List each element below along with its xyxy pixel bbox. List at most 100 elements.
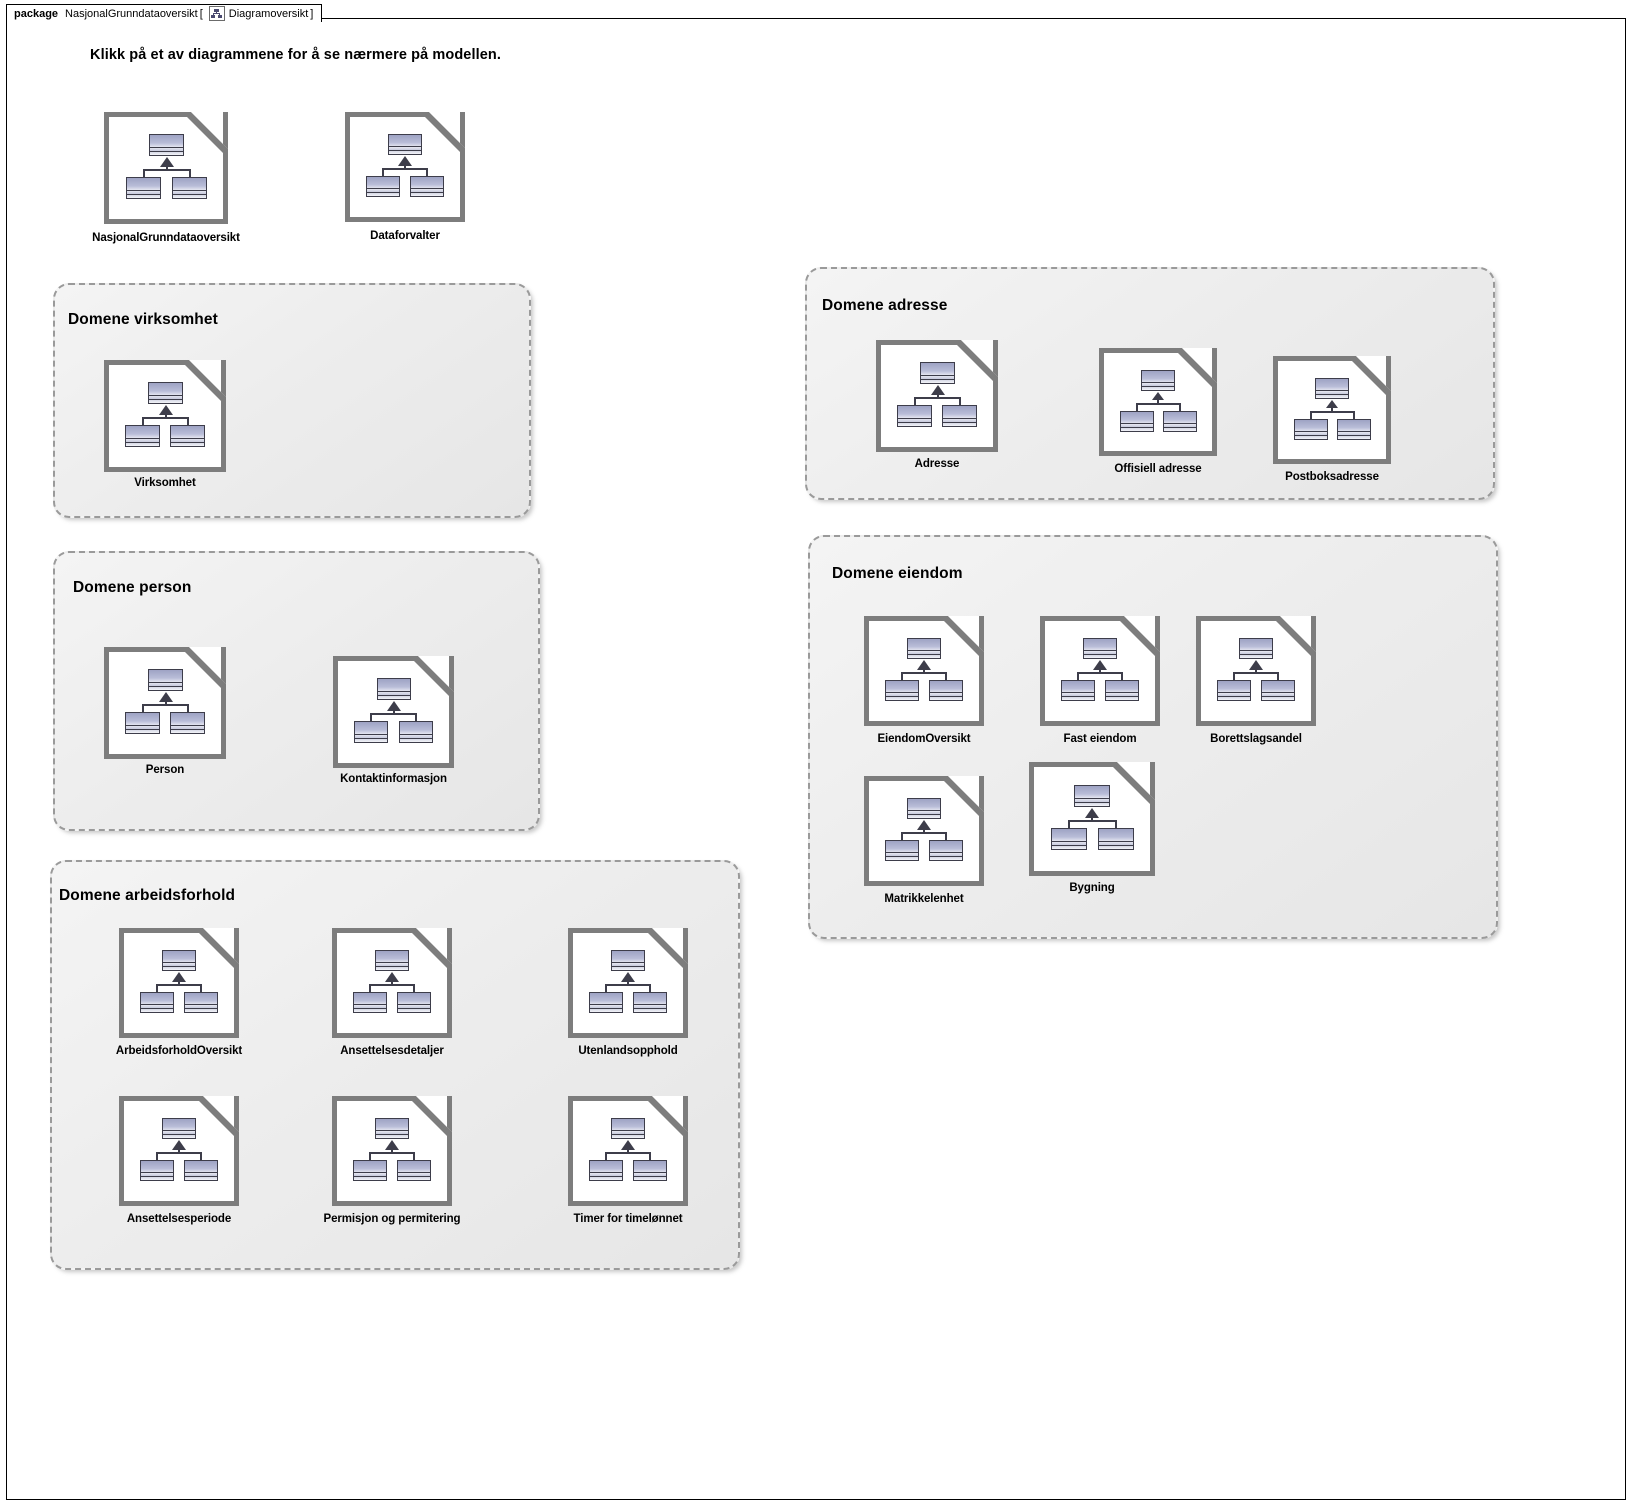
generalization-drop-right	[945, 832, 947, 840]
diagram-adresse[interactable]: Adresse	[876, 340, 998, 470]
diagram-ansettelsesdetaljer[interactable]: Ansettelsesdetaljer	[332, 928, 452, 1057]
class-box-child-left	[125, 712, 160, 734]
diagram-timer-for-timelonnet[interactable]: Timer for timelønnet	[568, 1096, 688, 1225]
class-box-child-left	[1120, 411, 1154, 432]
class-diagram-page-icon	[119, 1096, 239, 1206]
class-box-parent	[375, 1118, 409, 1139]
class-box-child-right	[633, 1160, 667, 1181]
diagram-label: ArbeidsforholdOversikt	[115, 1045, 243, 1057]
generalization-drop-right	[200, 984, 202, 992]
class-box-child-right	[1337, 419, 1371, 440]
generalization-arrow-icon	[385, 972, 399, 982]
generalization-bar	[143, 704, 188, 706]
class-box-parent	[1315, 378, 1349, 399]
generalization-bar	[1078, 672, 1122, 674]
diagram-fast-eiendom[interactable]: Fast eiendom	[1040, 616, 1160, 745]
generalization-bar	[383, 168, 427, 170]
generalization-bar	[370, 1152, 414, 1154]
class-box-child-right	[170, 425, 205, 447]
generalization-drop-right	[187, 704, 189, 712]
class-box-child-left	[589, 992, 623, 1013]
instruction-text: Klikk på et av diagrammene for å se nærm…	[90, 47, 501, 63]
generalization-arrow-icon	[917, 660, 931, 670]
class-box-parent	[377, 678, 411, 700]
generalization-arrow-icon	[917, 820, 931, 830]
class-box-child-right	[1163, 411, 1197, 432]
diagram-borettslagsandel[interactable]: Borettslagsandel	[1196, 616, 1316, 745]
generalization-arrow-icon	[1152, 392, 1164, 400]
class-box-child-left	[1217, 680, 1251, 701]
generalization-bar	[157, 1152, 201, 1154]
diagram-eiendomoversikt[interactable]: EiendomOversikt	[864, 616, 984, 745]
diagram-utenlandsopphold[interactable]: Utenlandsopphold	[568, 928, 688, 1057]
class-box-parent	[907, 798, 941, 819]
generalization-drop-left	[901, 832, 903, 840]
diagram-offisiell-adresse[interactable]: Offisiell adresse	[1099, 348, 1217, 475]
generalization-arrow-icon	[1326, 400, 1338, 408]
diagram-nasjonalgrunndataoversikt[interactable]: NasjonalGrunndataoversikt	[92, 112, 240, 244]
class-box-child-right	[410, 176, 444, 197]
package-name: NasjonalGrunndataoversikt	[65, 7, 198, 20]
class-box-child-left	[140, 1160, 174, 1181]
diagram-postboksadresse[interactable]: Postboksadresse	[1273, 356, 1391, 483]
generalization-drop-left	[142, 417, 144, 425]
class-box-child-left	[897, 405, 932, 427]
class-box-parent	[148, 669, 183, 691]
generalization-bar	[1069, 820, 1116, 822]
diagram-bygning[interactable]: Bygning	[1029, 762, 1155, 894]
class-diagram-page-icon	[864, 776, 984, 886]
diagram-label: Ansettelsesperiode	[126, 1213, 232, 1225]
diagram-label: Kontaktinformasjon	[340, 773, 447, 785]
diagram-arbeidsforholdoversikt[interactable]: ArbeidsforholdOversikt	[116, 928, 242, 1057]
diagram-virksomhet[interactable]: Virksomhet	[104, 360, 226, 489]
generalization-drop-left	[143, 169, 145, 177]
class-box-parent	[1239, 638, 1273, 659]
generalization-drop-left	[370, 713, 372, 721]
generalization-arrow-icon	[1085, 808, 1099, 818]
diagram-label: Borettslagsandel	[1210, 733, 1302, 745]
generalization-stem	[1157, 398, 1159, 403]
class-diagram-page-icon	[332, 1096, 452, 1206]
class-box-child-right	[942, 405, 977, 427]
diagram-dataforvalter[interactable]: Dataforvalter	[345, 112, 465, 242]
generalization-drop-right	[1179, 403, 1181, 411]
generalization-drop-right	[187, 417, 189, 425]
generalization-drop-right	[415, 713, 417, 721]
generalization-drop-left	[1136, 403, 1138, 411]
generalization-bar	[606, 984, 650, 986]
diagram-ansettelsesperiode[interactable]: Ansettelsesperiode	[119, 1096, 239, 1225]
generalization-bar	[915, 397, 960, 399]
domain-title-eiendom: Domene eiendom	[832, 565, 963, 582]
diagram-matrikkelenhet[interactable]: Matrikkelenhet	[864, 776, 984, 905]
generalization-drop-left	[605, 984, 607, 992]
class-diagram-page-icon	[876, 340, 998, 452]
generalization-drop-left	[1077, 672, 1079, 680]
diagram-person[interactable]: Person	[104, 647, 226, 776]
class-box-child-right	[184, 992, 218, 1013]
class-box-parent	[149, 134, 184, 156]
generalization-arrow-icon	[398, 156, 412, 166]
class-box-parent	[1074, 785, 1110, 807]
generalization-drop-left	[1068, 820, 1070, 828]
class-box-parent	[162, 1118, 196, 1139]
diagram-label: Permisjon og permitering	[323, 1213, 461, 1225]
generalization-drop-left	[1233, 672, 1235, 680]
class-box-parent	[375, 950, 409, 971]
generalization-drop-right	[1121, 672, 1123, 680]
class-box-child-left	[126, 177, 161, 199]
diagram-label: Person	[145, 764, 185, 776]
diagram-name: Diagramoversikt	[228, 7, 309, 20]
generalization-arrow-icon	[159, 692, 173, 702]
class-box-child-right	[397, 992, 431, 1013]
diagram-kontaktinformasjon[interactable]: Kontaktinformasjon	[333, 656, 454, 785]
class-diagram-page-icon	[1099, 348, 1217, 456]
class-diagram-page-icon	[104, 112, 228, 224]
diagram-permisjon-og-permitering[interactable]: Permisjon og permitering	[324, 1096, 461, 1225]
class-diagram-page-icon	[1196, 616, 1316, 726]
generalization-drop-right	[413, 984, 415, 992]
class-diagram-page-icon	[332, 928, 452, 1038]
generalization-arrow-icon	[1093, 660, 1107, 670]
class-diagram-page-icon	[1029, 762, 1155, 876]
domain-title-person: Domene person	[73, 579, 192, 596]
package-frame-header: package NasjonalGrunndataoversikt [ Diag…	[6, 4, 323, 22]
